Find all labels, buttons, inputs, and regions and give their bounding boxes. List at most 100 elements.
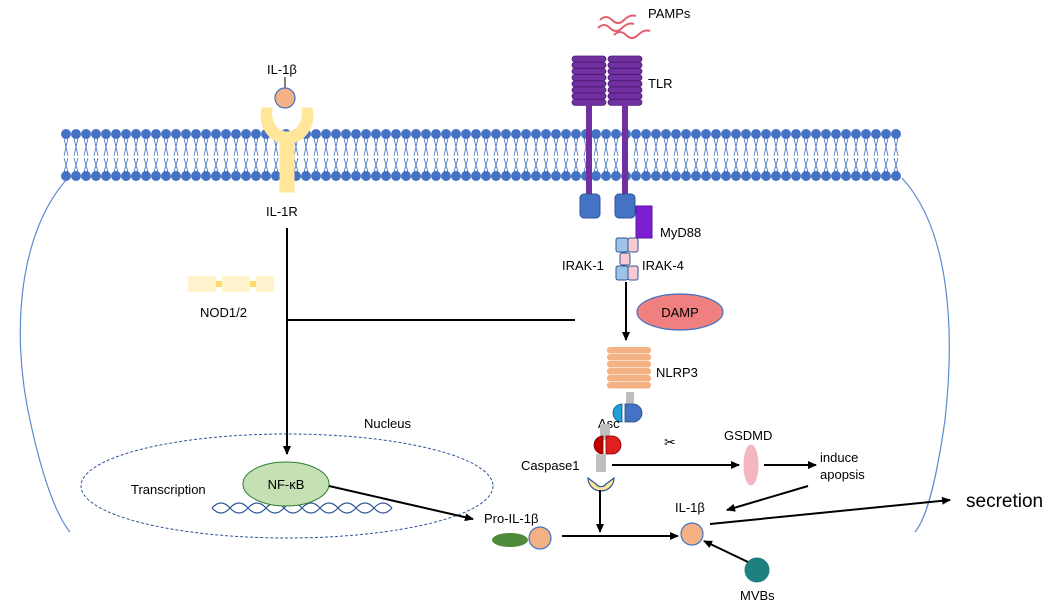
tlr-label: TLR	[648, 76, 673, 91]
lipid-tail	[333, 157, 339, 173]
lipid-tail	[743, 157, 749, 173]
lipid-head-inner	[381, 171, 391, 181]
lipid-head-outer	[661, 129, 671, 139]
lipid-head-inner	[751, 171, 761, 181]
lipid-tail	[413, 137, 419, 157]
lipid-tail	[263, 157, 269, 173]
lipid-tail	[63, 157, 69, 173]
lipid-head-inner	[851, 171, 861, 181]
lipid-tail	[323, 137, 329, 157]
lipid-tail	[673, 137, 679, 157]
lipid-tail	[213, 137, 219, 157]
lipid-head-inner	[861, 171, 871, 181]
lipid-tail	[533, 157, 539, 173]
tlr-left-tir-domain	[579, 193, 601, 219]
lipid-tail	[163, 137, 169, 157]
tlr-right-chain	[607, 55, 643, 106]
nfkb-to-proil1b-arrow	[328, 485, 474, 522]
pro-il1b-label: Pro-IL-1β	[484, 511, 538, 526]
gsdmd-pore	[743, 444, 759, 486]
tlr-lrr-segment	[571, 92, 607, 100]
lipid-head-inner	[301, 171, 311, 181]
lipid-tail	[563, 137, 569, 157]
lipid-tail	[593, 157, 599, 173]
tlr-lrr-segment	[571, 74, 607, 81]
lipid-tail	[253, 137, 259, 157]
irak1-label: IRAK-1	[562, 258, 604, 273]
lipid-tail	[553, 157, 559, 173]
lipid-tail	[253, 157, 259, 173]
lipid-head-outer	[371, 129, 381, 139]
cell-membrane	[61, 129, 901, 181]
lipid-head-inner	[541, 171, 551, 181]
lipid-tail	[833, 137, 839, 157]
lipid-head-outer	[721, 129, 731, 139]
lipid-head-inner	[241, 171, 251, 181]
lipid-head-outer	[521, 129, 531, 139]
lipid-head-outer	[231, 129, 241, 139]
lipid-tail	[733, 137, 739, 157]
caspase1-label: Caspase1	[521, 458, 580, 473]
lipid-head-inner	[111, 171, 121, 181]
lipid-tail	[663, 157, 669, 173]
tlr-lrr-segment	[571, 61, 607, 69]
lipid-head-inner	[591, 171, 601, 181]
lipid-tail	[793, 157, 799, 173]
lipid-tail	[873, 157, 879, 173]
lipid-tail	[643, 137, 649, 157]
cell-outline-right	[901, 177, 950, 533]
lipid-head-inner	[681, 171, 691, 181]
lipid-tail	[593, 137, 599, 157]
nod12-label: NOD1/2	[200, 305, 247, 320]
lipid-head-inner	[561, 171, 571, 181]
lipid-tail	[393, 157, 399, 173]
lipid-head-inner	[181, 171, 191, 181]
tlr-lrr-segment	[607, 80, 643, 88]
lipid-tail	[793, 137, 799, 157]
lipid-tail	[463, 157, 469, 173]
lipid-tail	[313, 157, 319, 173]
lipid-head-outer	[531, 129, 541, 139]
lipid-tail	[463, 137, 469, 157]
lipid-tail	[383, 137, 389, 157]
lipid-tail	[703, 137, 709, 157]
lipid-tail	[553, 137, 559, 157]
lipid-tail	[123, 157, 129, 173]
lipid-head-outer	[491, 129, 501, 139]
lipid-head-inner	[701, 171, 711, 181]
lipid-tail	[853, 137, 859, 157]
lipid-head-outer	[511, 129, 521, 139]
lipid-tail	[893, 157, 899, 173]
myd88-label: MyD88	[660, 225, 701, 240]
lipid-head-inner	[121, 171, 131, 181]
lipid-tail	[773, 157, 779, 173]
lipid-head-inner	[211, 171, 221, 181]
lipid-tail	[433, 157, 439, 173]
lipid-tail	[713, 137, 719, 157]
lipid-tail	[653, 157, 659, 173]
lipid-tail	[193, 157, 199, 173]
lipid-head-outer	[681, 129, 691, 139]
lipid-head-outer	[501, 129, 511, 139]
tlr-lrr-segment	[607, 92, 643, 100]
tlr-lrr-segment	[607, 61, 643, 69]
lipid-head-inner	[411, 171, 421, 181]
tlr-lrr-segment	[607, 55, 643, 63]
lipid-head-outer	[151, 129, 161, 139]
lipid-tail	[483, 157, 489, 173]
lipid-head-inner	[321, 171, 331, 181]
lipid-tail	[713, 157, 719, 173]
lipid-tail	[543, 137, 549, 157]
lipid-head-inner	[771, 171, 781, 181]
lipid-tail	[473, 137, 479, 157]
lipid-tail	[533, 137, 539, 157]
lipid-tail	[453, 157, 459, 173]
lipid-head-outer	[751, 129, 761, 139]
il1b-product-label: IL-1β	[675, 500, 705, 515]
lipid-tail	[783, 137, 789, 157]
lipid-head-outer	[801, 129, 811, 139]
tlr-lrr-segment	[607, 68, 643, 75]
lipid-head-outer	[391, 129, 401, 139]
lipid-tail	[683, 157, 689, 173]
lipid-head-inner	[361, 171, 371, 181]
